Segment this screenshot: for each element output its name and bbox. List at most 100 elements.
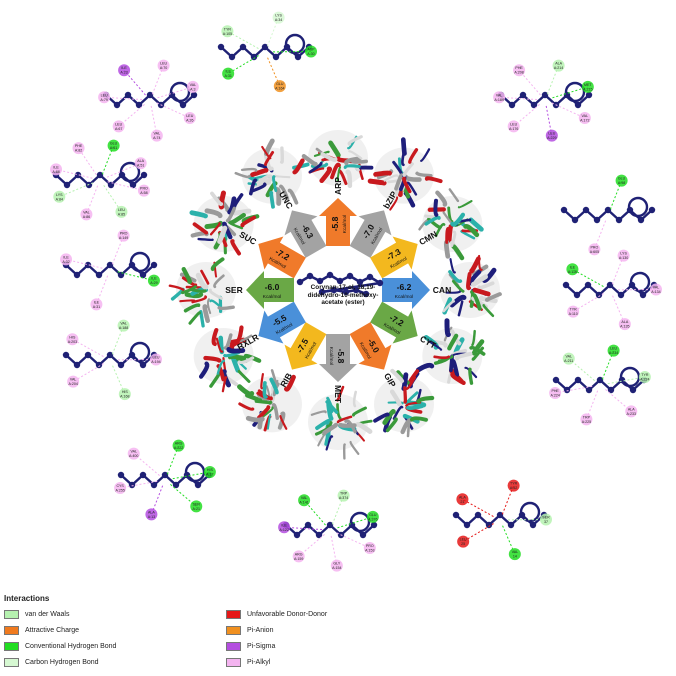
residue-label: A:225 [582, 420, 591, 424]
residue-label: A:82 [75, 149, 82, 153]
residue-label: LEU [118, 208, 125, 212]
protein-structure-bzip [367, 137, 443, 211]
residue-label: A:67 [115, 127, 122, 131]
residue-label: A:189 [494, 98, 503, 102]
residue-label: A:105 [223, 32, 232, 36]
residue-disc [186, 80, 199, 93]
interaction-panel: ARGA:222HISA:17SERA:21ALAA:13CYSA:255VAL… [114, 439, 216, 521]
residue-label: GLU [369, 513, 377, 517]
residue-disc [617, 249, 630, 262]
target-name: ARP [333, 177, 343, 195]
residue-disc [545, 129, 558, 142]
residue-disc [118, 64, 131, 77]
residue-label: ALA [555, 62, 562, 66]
residue-label: ALA [628, 407, 635, 411]
protein-structures [168, 130, 502, 460]
residue-label: A:154 [332, 566, 341, 570]
residue-disc [183, 112, 196, 125]
residue-disc [366, 510, 379, 523]
residue-label: PRO [140, 187, 148, 191]
residue-label: LYS [275, 14, 282, 18]
legend-item-vdw: van der Waals [4, 608, 69, 620]
residue-disc [60, 253, 73, 266]
binding-energy-value: -6.0 [265, 282, 280, 292]
residue-disc [115, 205, 128, 218]
residue-label: ILE [63, 255, 69, 259]
binding-energy-value: -6.2 [397, 282, 412, 292]
residue-label: PHE [515, 66, 523, 70]
legend-label: Carbon Hydrogen Bond [25, 658, 99, 666]
interaction-line [123, 69, 146, 96]
residue-label: ALA [621, 320, 628, 324]
residue-disc [456, 493, 469, 506]
residue-disc [363, 542, 376, 555]
residue-label: 37 [544, 520, 548, 524]
residue-label: A:204 [68, 382, 77, 386]
residue-label: A:52 [510, 486, 517, 490]
residue-disc [304, 45, 317, 58]
residue-label: A:31 [224, 74, 231, 78]
legend-swatch [226, 641, 241, 651]
residue-label: A:86 [83, 215, 90, 219]
residue-disc [134, 157, 147, 170]
arrow-shape [319, 198, 357, 246]
interaction-legend: Interactions van der Waals Attractive Ch… [4, 594, 424, 674]
residue-label: ALA [459, 495, 466, 499]
residue-disc [127, 447, 140, 460]
residue-label: A:26 [186, 119, 193, 123]
residue-label: PHE [551, 389, 559, 393]
residue-label: A:224 [640, 378, 649, 382]
residue-disc [493, 91, 506, 104]
residue-disc [50, 163, 63, 176]
legend-title: Interactions [4, 594, 50, 603]
protein-structure-can [440, 254, 502, 318]
legend-label: Conventional Hydrogen Bond [25, 642, 117, 650]
residue-label: A:374 [339, 496, 348, 500]
residue-label: TYR [224, 27, 232, 31]
residue-label: A:23 [120, 71, 127, 75]
residue-disc [145, 508, 158, 521]
residue-disc [292, 550, 305, 563]
residue-disc [190, 500, 203, 513]
arrow-shape [246, 271, 294, 309]
protein-structure-cmn [418, 188, 484, 261]
residue-label: ILE [151, 277, 157, 281]
ligand-name: Corynan-17-ol, 18,19-didehydro-10-methox… [307, 284, 379, 307]
residue-label: A:74 [153, 136, 160, 140]
residue-disc [67, 375, 80, 388]
residue-disc [80, 208, 93, 221]
legend-item-pi-sigma: Pi-Sigma [226, 640, 275, 652]
protein-structure-rib [237, 369, 302, 433]
residue-label: A:215 [583, 87, 592, 91]
legend-swatch [226, 625, 241, 635]
residue-label: A:29 [150, 281, 157, 285]
residue-disc [66, 333, 79, 346]
residue-label: A:376 [368, 517, 377, 521]
target-name: SER [225, 285, 242, 295]
interaction-panel: TRPA:374GLUA:376PROA:153GLYA:154ARGA:159… [278, 489, 379, 572]
arrow-shape [284, 322, 327, 370]
residue-label: A:21 [193, 507, 200, 511]
residue-disc [588, 243, 601, 256]
protein-structure-ser [168, 257, 236, 328]
residue-label: A:135 [620, 325, 629, 329]
residue-disc [507, 120, 520, 133]
residue-disc [98, 91, 111, 104]
legend-item-unfavorable-donor: Unfavorable Donor-Donor [226, 608, 327, 620]
residue-disc [203, 466, 216, 479]
residue-label: MET [584, 83, 592, 87]
interaction-line [518, 69, 541, 96]
residue-disc [330, 559, 343, 572]
arrow-shape [319, 334, 357, 382]
residue-disc [618, 318, 631, 331]
residue-label: LYS [620, 252, 627, 256]
residue-label: ILE [94, 300, 100, 304]
legend-swatch [226, 657, 241, 667]
residue-disc [578, 112, 591, 125]
legend-swatch [4, 609, 19, 619]
residue-disc [278, 521, 291, 534]
